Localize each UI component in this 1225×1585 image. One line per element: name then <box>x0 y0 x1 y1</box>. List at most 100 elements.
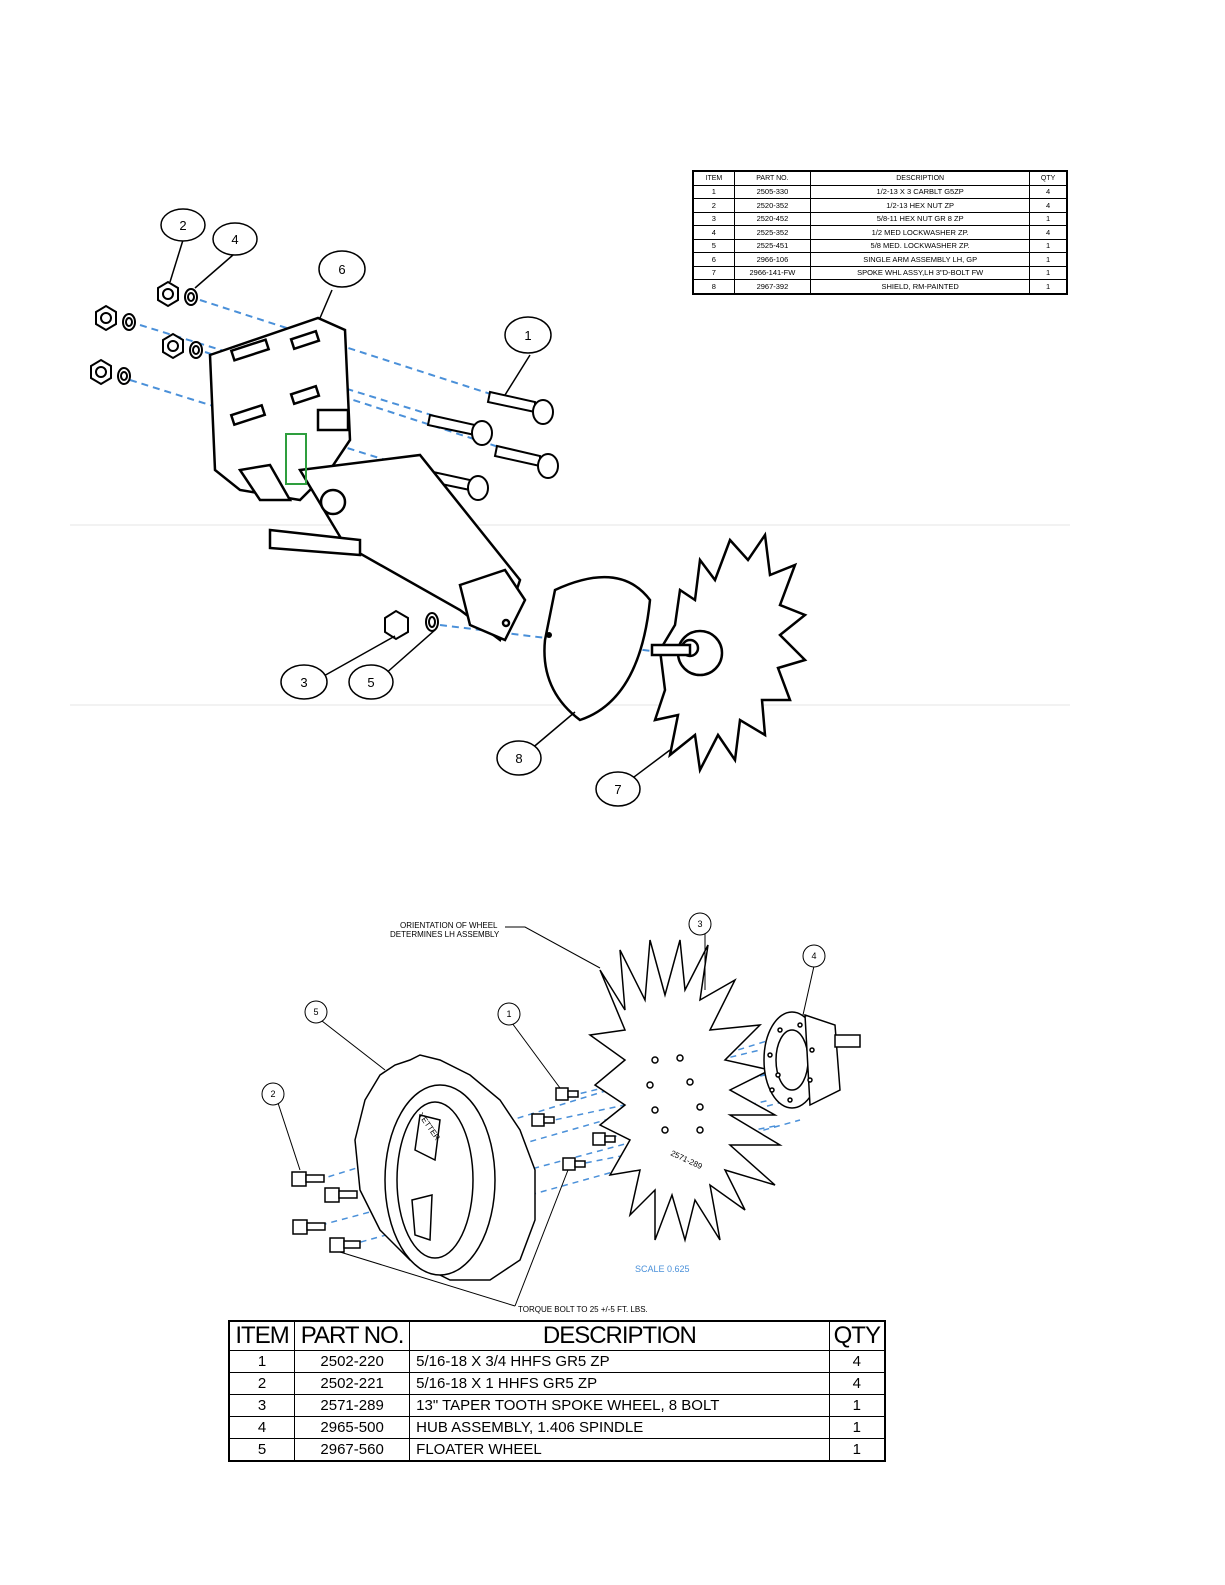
bottom-leaders <box>277 932 815 1307</box>
cell-qty: 1 <box>1029 252 1068 267</box>
arm-assembly-diagram: 2 4 6 1 3 5 8 7 <box>70 208 1070 807</box>
cell-part: 2502-221 <box>294 1372 411 1395</box>
single-arm-assembly <box>208 316 527 643</box>
bottom-callout-bubbles <box>261 912 826 1106</box>
cell-qty: 4 <box>828 1372 886 1395</box>
callout-5: 5 <box>313 1007 318 1017</box>
floater-wheel <box>354 1054 536 1281</box>
callout-4: 4 <box>811 951 816 961</box>
callout-leaders <box>169 239 671 781</box>
cell-qty: 1 <box>828 1416 886 1439</box>
cell-desc: 5/16-18 X 3/4 HHFS GR5 ZP <box>409 1350 830 1373</box>
cell-qty: 1 <box>1029 238 1068 253</box>
orientation-note-1: ORIENTATION OF WHEEL <box>400 921 498 930</box>
cell-desc: SPOKE WHL ASSY,LH 3"D-BOLT FW <box>810 265 1031 280</box>
flange-bolts <box>291 1087 616 1253</box>
cell-item: 4 <box>692 225 735 240</box>
callout-3: 3 <box>300 675 307 690</box>
orientation-leader <box>505 926 601 969</box>
bottom-table-header: ITEM PART NO. DESCRIPTION QTY <box>228 1320 886 1351</box>
header-item: ITEM <box>228 1320 296 1351</box>
cell-desc: 1/2-13 X 3 CARBLT G5ZP <box>810 184 1031 199</box>
cell-item: 1 <box>228 1350 296 1373</box>
cell-qty: 1 <box>1029 279 1068 294</box>
header-description: DESCRIPTION <box>810 170 1031 186</box>
cell-desc: 5/8 MED. LOCKWASHER ZP. <box>810 238 1031 253</box>
callout-7: 7 <box>614 782 621 797</box>
cell-desc: SINGLE ARM ASSEMBLY LH, GP <box>810 252 1031 267</box>
callout-2: 2 <box>179 218 186 233</box>
cell-qty: 4 <box>828 1350 886 1373</box>
cell-part: 2525-352 <box>733 225 812 240</box>
callout-6: 6 <box>338 262 345 277</box>
cell-desc: 5/8-11 HEX NUT GR 8 ZP <box>810 211 1031 226</box>
cell-part: 2965-500 <box>294 1416 411 1439</box>
header-description: DESCRIPTION <box>409 1320 830 1351</box>
header-qty: QTY <box>1029 170 1068 186</box>
cell-item: 5 <box>228 1438 296 1462</box>
cell-qty: 4 <box>1029 198 1068 213</box>
cell-qty: 1 <box>828 1438 886 1462</box>
callout-1: 1 <box>524 328 531 343</box>
cell-part: 2966-106 <box>733 252 812 267</box>
cell-qty: 4 <box>1029 225 1068 240</box>
cell-item: 2 <box>692 198 735 213</box>
cell-desc: SHIELD, RM-PAINTED <box>810 279 1031 294</box>
cell-part: 2502-220 <box>294 1350 411 1373</box>
cell-desc: 13" TAPER TOOTH SPOKE WHEEL, 8 BOLT <box>409 1394 830 1417</box>
cell-part: 2525-451 <box>733 238 812 253</box>
cell-part: 2967-392 <box>733 279 812 294</box>
cell-part: 2967-560 <box>294 1438 411 1462</box>
green-bracket <box>285 433 307 485</box>
orientation-note-2: DETERMINES LH ASSEMBLY <box>390 930 500 939</box>
hub-assembly <box>763 1011 861 1109</box>
carriage-bolts <box>420 390 559 501</box>
callout-2: 2 <box>270 1089 275 1099</box>
callout-8: 8 <box>515 751 522 766</box>
taper-tooth-spoke-wheel <box>588 939 783 1243</box>
cell-qty: 1 <box>1029 211 1068 226</box>
top-table-header: ITEM PART NO. DESCRIPTION QTY <box>692 170 1068 186</box>
shield <box>543 575 652 722</box>
spoke-wheel-diagram: ORIENTATION OF WHEEL DETERMINES LH ASSEM… <box>261 912 861 1314</box>
cell-item: 4 <box>228 1416 296 1439</box>
cell-item: 8 <box>692 279 735 294</box>
cell-item: 3 <box>228 1394 296 1417</box>
hex-nuts-and-washers <box>90 280 203 386</box>
header-item: ITEM <box>692 170 735 186</box>
cell-qty: 1 <box>828 1394 886 1417</box>
cell-item: 1 <box>692 184 735 199</box>
callout-4: 4 <box>231 232 238 247</box>
cell-desc: FLOATER WHEEL <box>409 1438 830 1462</box>
cell-part: 2571-289 <box>294 1394 411 1417</box>
cell-item: 3 <box>692 211 735 226</box>
nut-and-washer-5-8 <box>384 609 439 641</box>
cell-qty: 1 <box>1029 265 1068 280</box>
cell-part: 2966-141-FW <box>733 265 812 280</box>
cell-item: 7 <box>692 265 735 280</box>
cell-item: 5 <box>692 238 735 253</box>
cell-item: 2 <box>228 1372 296 1395</box>
cell-part: 2505-330 <box>733 184 812 199</box>
callout-3: 3 <box>697 919 702 929</box>
cell-item: 6 <box>692 252 735 267</box>
cell-desc: 5/16-18 X 1 HHFS GR5 ZP <box>409 1372 830 1395</box>
callout-5: 5 <box>367 675 374 690</box>
scale-note: SCALE 0.625 <box>635 1264 690 1274</box>
spoke-wheel-assembly <box>650 531 808 775</box>
